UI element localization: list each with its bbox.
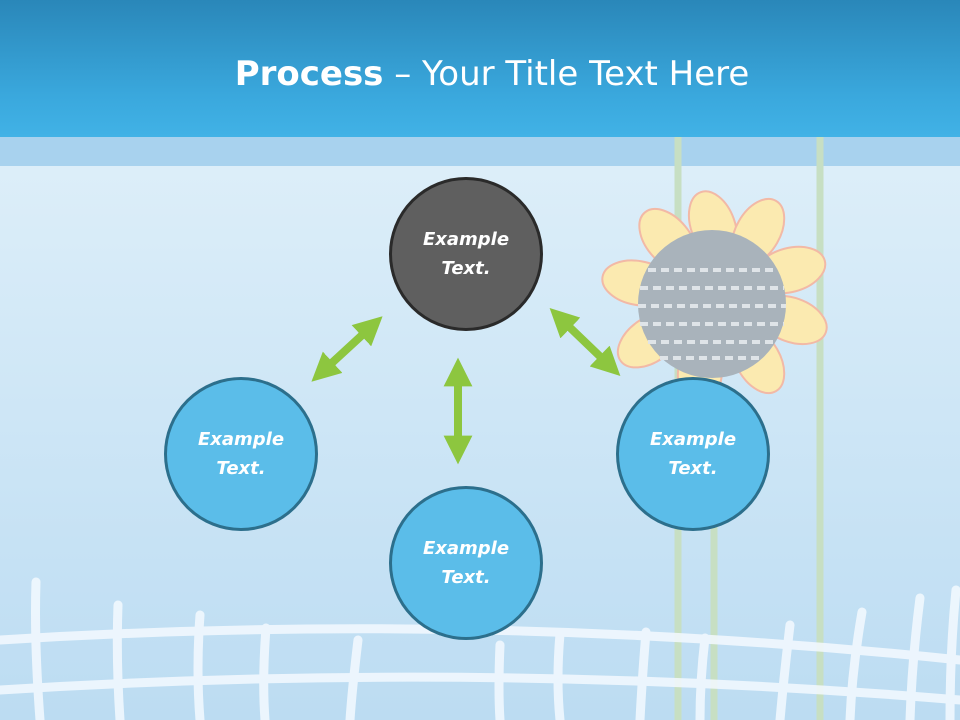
node-label: Example Text.	[197, 429, 285, 479]
process-node-left: Example Text.	[164, 377, 318, 531]
node-label: Example Text.	[649, 429, 737, 479]
slide-header	[0, 0, 960, 137]
process-node-right: Example Text.	[616, 377, 770, 531]
arrow-top-right	[549, 308, 621, 376]
process-node-top: Example Text.	[389, 177, 543, 331]
header-subband	[0, 137, 960, 166]
title-bold: Process	[234, 54, 384, 94]
node-label: Example Text.	[422, 229, 510, 279]
arrow-left-top	[311, 316, 383, 382]
process-node-bottom: Example Text.	[389, 486, 543, 640]
title-rest: – Your Title Text Here	[383, 54, 750, 94]
sunflower-icon	[601, 190, 828, 409]
slide-title: Process – Your Title Text Here	[0, 50, 960, 98]
node-label: Example Text.	[422, 538, 510, 588]
